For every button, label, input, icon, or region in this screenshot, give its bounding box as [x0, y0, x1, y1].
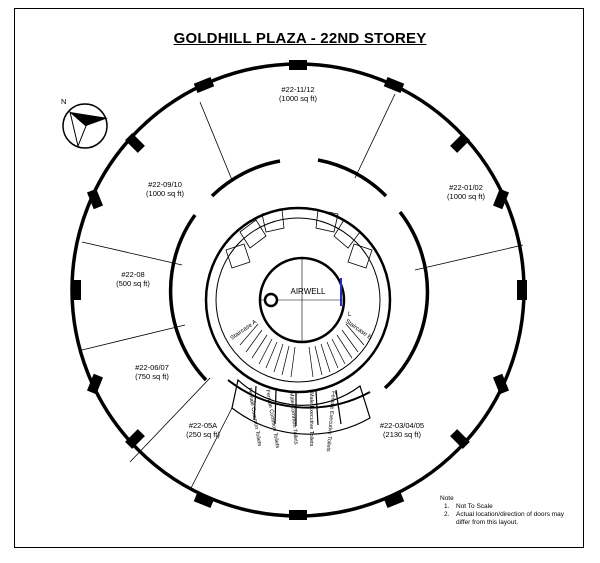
column-marker [263, 292, 279, 308]
unit-partitions [81, 93, 524, 491]
unit-22-11-12-code: #22-11/12 [281, 85, 314, 94]
north-arrow-icon [62, 103, 108, 149]
notes-heading: Note [440, 495, 454, 502]
unit-22-09-10-code: #22-09/10 [148, 180, 182, 189]
outer-columns [71, 60, 527, 520]
note-item: 1. Not To Scale [440, 503, 580, 511]
toilet-label-3: Male Common Toilets [288, 392, 299, 445]
unit-22-03-04-05-area: (2130 sq ft) [383, 430, 421, 439]
compass-label: N [61, 97, 66, 106]
unit-22-11-12-area: (1000 sq ft) [279, 94, 317, 103]
drawing-frame [14, 8, 584, 548]
lift-label: L [348, 312, 352, 318]
unit-22-01-02-code: #22-01/02 [449, 183, 483, 192]
unit-22-05a-area: (250 sq ft) [186, 430, 220, 439]
note-number: 1. [444, 503, 450, 510]
toilet-label-2: Female Common Toilets [264, 389, 280, 449]
unit-22-09-10-area: (1000 sq ft) [146, 189, 184, 198]
toilet-block [231, 378, 371, 435]
toilet-label-4: Male Executive Toilets [308, 392, 314, 447]
unit-22-03-04-05-code: #22-03/04/05 [380, 421, 424, 430]
unit-22-05a-code: #22-05A [189, 421, 217, 430]
note-text: Actual location/direction of doors may d… [456, 511, 565, 526]
note-number: 2. [444, 511, 450, 518]
note-item: 2. Actual location/direction of doors ma… [440, 511, 580, 527]
staircase-b-steps [308, 323, 365, 378]
note-text: Not To Scale [456, 503, 493, 510]
airwell-label: AIRWELL [291, 287, 327, 296]
unit-22-08-area: (500 sq ft) [116, 279, 150, 288]
notes-box: Note 1. Not To Scale 2. Actual location/… [440, 495, 580, 527]
unit-22-06-07-code: #22-06/07 [135, 363, 169, 372]
plan-title: GOLDHILL PLAZA - 22ND STOREY [173, 30, 427, 47]
toilet-label-5: Female Executive Toilets [325, 391, 336, 452]
staircase-a-label: Staircase A [230, 319, 258, 341]
toilet-label-1: Female Common Toilets [246, 387, 262, 447]
unit-22-01-02-area: (1000 sq ft) [447, 192, 485, 201]
unit-22-06-07-area: (750 sq ft) [135, 372, 169, 381]
unit-22-08-code: #22-08 [121, 270, 144, 279]
staircase-a-steps [239, 323, 296, 378]
lift-shafts [225, 209, 373, 269]
